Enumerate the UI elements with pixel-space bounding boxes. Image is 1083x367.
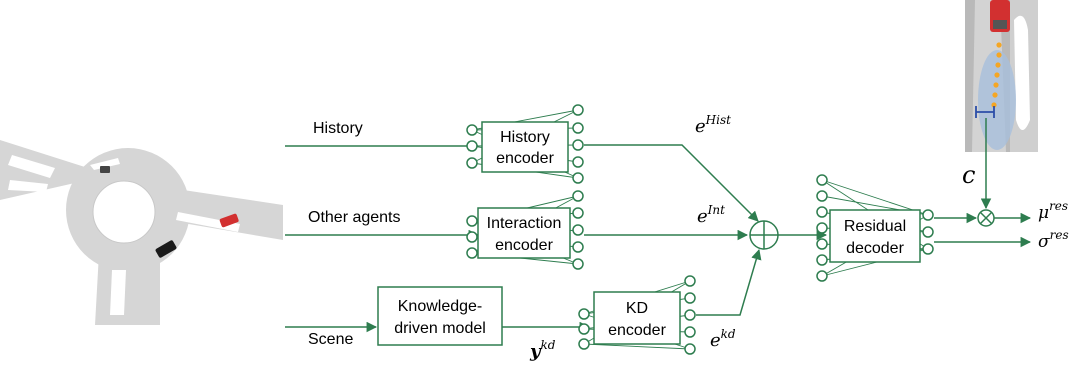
ego-vehicle-red [219, 213, 239, 228]
symbol-e-hist: eHist [695, 113, 731, 137]
error-bar [975, 106, 995, 118]
input-label-scene: Scene [308, 331, 353, 348]
vehicle-small [100, 166, 110, 173]
arrow-e-hist-to-sum [584, 144, 759, 222]
symbol-e-int: eInt [697, 203, 725, 227]
symbol-sigma-res: σres [1038, 228, 1069, 252]
symbol-e-kd: ekd [710, 327, 736, 351]
sum-node [749, 220, 779, 250]
lane-median [1014, 15, 1030, 130]
symbol-c: c [962, 161, 975, 189]
interaction-encoder-line2: encoder [495, 237, 553, 254]
uncertainty-region [978, 50, 1016, 150]
kd-encoder-block: KD encoder [593, 291, 681, 345]
interaction-encoder-line1: Interaction [487, 215, 562, 232]
residual-decoder-line1: Residual [844, 218, 906, 235]
input-label-other-agents: Other agents [308, 209, 401, 226]
roundabout-scene-image [0, 110, 283, 325]
history-encoder-line1: History [500, 129, 550, 146]
symbol-y-kd: ykd [529, 338, 556, 362]
trajectory-dots [991, 42, 1002, 108]
knowledge-driven-model-block: Knowledge- driven model [377, 286, 503, 346]
history-encoder-line2: encoder [496, 150, 554, 167]
lane-prediction-image [965, 0, 1038, 152]
kd-encoder-line1: KD [626, 300, 648, 317]
arrow-e-kd-to-sum [696, 248, 762, 316]
knowledge-model-line1: Knowledge- [398, 298, 483, 315]
history-encoder-block: History encoder [481, 121, 569, 173]
input-label-history: History [313, 120, 363, 137]
residual-decoder-line2: decoder [846, 240, 904, 257]
kd-encoder-line2: encoder [608, 322, 666, 339]
residual-decoder-block: Residual decoder [829, 209, 921, 263]
vehicle-black [155, 240, 177, 258]
knowledge-model-line2: driven model [394, 320, 486, 337]
multiply-node [977, 209, 995, 227]
symbol-mu-res: μres [1038, 199, 1068, 223]
interaction-encoder-block: Interaction encoder [477, 207, 571, 259]
